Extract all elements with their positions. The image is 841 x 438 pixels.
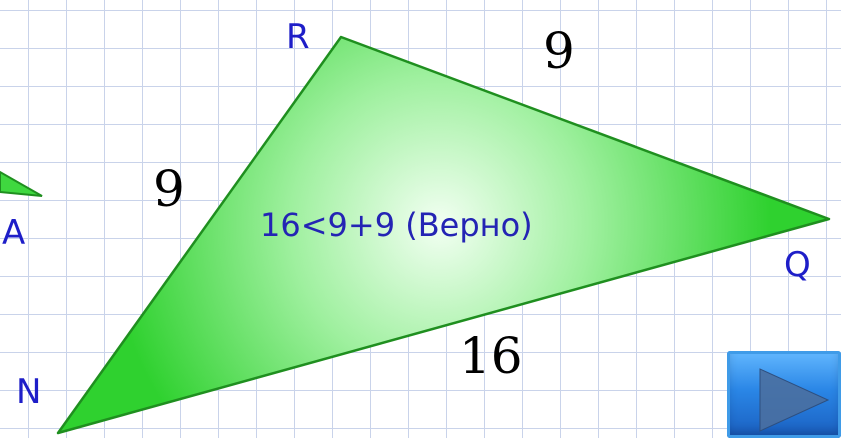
vertex-label-a: A (2, 213, 25, 253)
vertex-label-q: Q (784, 245, 811, 285)
inequality-text: 16<9+9 (Верно) (260, 206, 533, 244)
play-triangle-icon (759, 368, 830, 432)
vertex-label-r: R (286, 17, 310, 57)
side-length-nq: 16 (459, 327, 523, 385)
vertex-label-n: N (16, 372, 41, 412)
neighbor-triangle-fragment (0, 170, 43, 197)
triangle-nrq (56, 35, 831, 435)
side-length-nr: 9 (153, 160, 185, 218)
side-length-rq: 9 (543, 22, 575, 80)
next-slide-button[interactable] (727, 351, 841, 438)
